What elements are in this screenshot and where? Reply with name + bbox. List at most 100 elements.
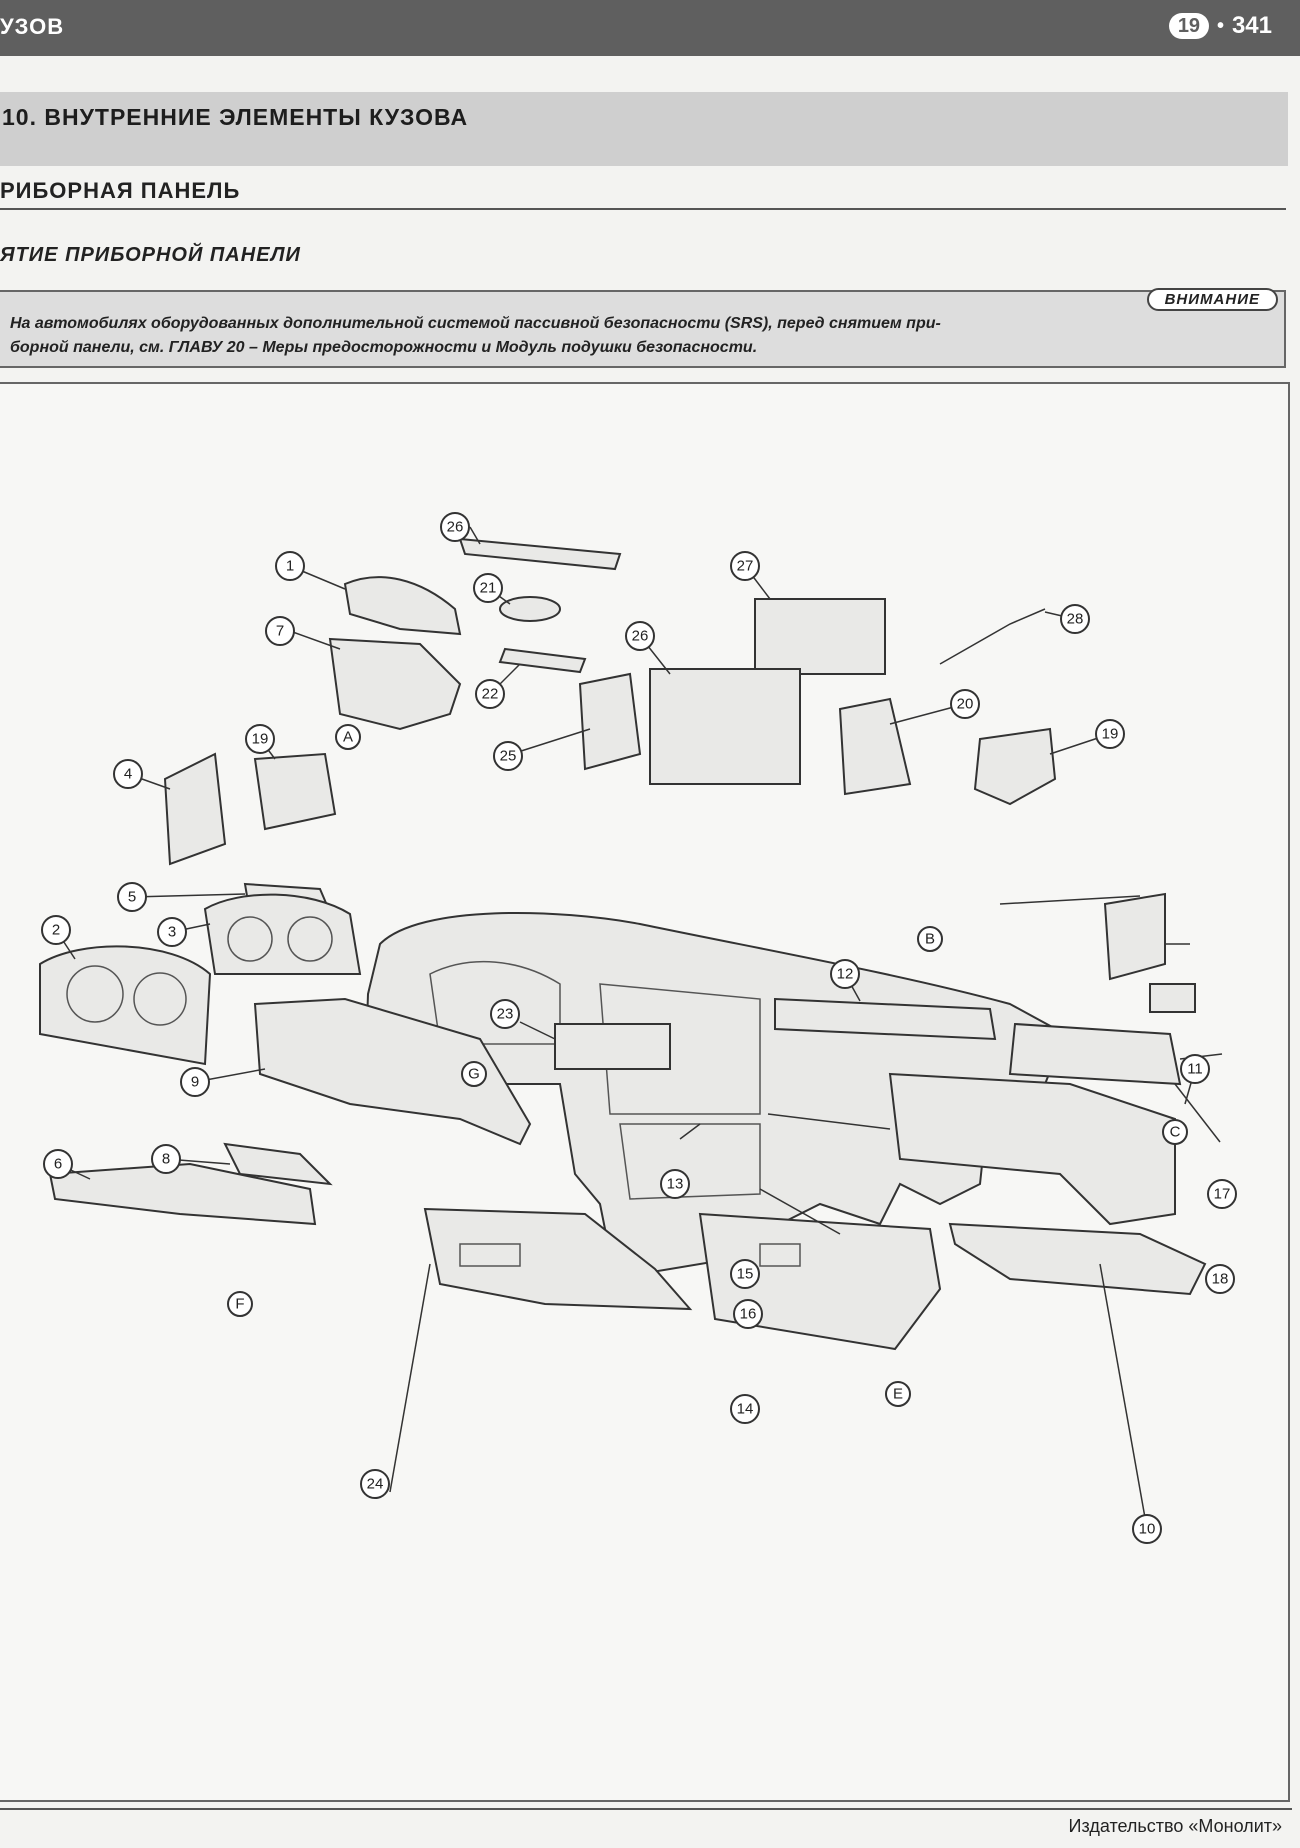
callout-22: 22 [475,679,505,709]
lower-trim-switch-bank [459,1243,521,1267]
warning-line-1: На автомобилях оборудованных дополнитель… [10,315,941,332]
callout-15: 15 [730,1259,760,1289]
callout-19b: 19 [245,724,275,754]
svg-text:26: 26 [447,519,464,536]
svg-text:5: 5 [128,889,136,906]
cluster-gauge-right [287,916,333,962]
part-lower-panel [253,997,532,1146]
part-speaker [499,596,561,622]
part-latch [1149,983,1196,1013]
svg-text:11: 11 [1187,1061,1203,1078]
part-cover-strip [774,997,997,1041]
callout-8: 8 [151,1144,181,1174]
part-instrument-cluster [203,893,362,975]
part-knee-bolster [48,1162,317,1226]
svg-text:C: C [1170,1124,1181,1141]
footer-rule [0,1808,1292,1810]
svg-text:16: 16 [740,1306,757,1323]
callout-27: 27 [730,551,760,581]
facia-ring-left [66,965,124,1023]
glovebox-handle [759,1243,801,1267]
part-cluster-hood [343,576,462,636]
part-vent-left-side [253,752,337,831]
part-trim-strip [498,647,587,674]
svg-text:10: 10 [1139,1521,1156,1538]
svg-text:21: 21 [480,580,497,597]
callout-12: 12 [830,959,860,989]
section-title-bar: 10. ВНУТРЕННИЕ ЭЛЕМЕНТЫ КУЗОВА [0,92,1288,166]
publisher-name: Издательство «Монолит» [1068,1816,1282,1836]
svg-text:2: 2 [52,922,60,939]
svg-text:13: 13 [667,1176,684,1193]
svg-text:22: 22 [482,686,499,703]
svg-text:12: 12 [837,966,854,983]
separator-dot: • [1216,14,1224,37]
warning-label: ВНИМАНИЕ [1146,288,1278,311]
svg-text:20: 20 [957,696,974,713]
callout-28: 28 [1060,604,1090,634]
svg-text:25: 25 [500,748,517,765]
section-name: УЗОВ [0,14,65,39]
callout-f: F [227,1291,253,1317]
svg-text:18: 18 [1212,1271,1229,1288]
callout-a: A [335,724,361,750]
callout-18: 18 [1205,1264,1235,1294]
subheading-removal: ЯТИЕ ПРИБОРНОЙ ПАНЕЛИ [0,244,301,266]
svg-text:9: 9 [191,1074,199,1091]
callout-5: 5 [117,882,147,912]
svg-text:28: 28 [1067,611,1084,628]
warning-box: ВНИМАНИЕ На автомобилях оборудованных до… [0,288,1286,368]
part-small-cover [223,1142,333,1186]
part-lower-center-trim [423,1207,693,1311]
section-title: 10. ВНУТРЕННИЕ ЭЛЕМЕНТЫ КУЗОВА [2,104,469,130]
page-number: 341 [1231,12,1272,39]
callout-21: 21 [473,573,503,603]
exploded-diagram-figure: 1 2 3 4 5 6 7 8 9 10 11 12 13 14 15 16 1… [0,382,1290,1802]
callout-e: E [885,1381,911,1407]
callout-16: 16 [733,1299,763,1329]
warning-text: На автомобилях оборудованных дополнитель… [10,312,1274,360]
svg-text:19: 19 [1102,726,1119,743]
svg-text:8: 8 [162,1151,170,1168]
svg-text:6: 6 [54,1156,62,1173]
svg-text:7: 7 [276,623,284,640]
exploded-diagram: 1 2 3 4 5 6 7 8 9 10 11 12 13 14 15 16 1… [39,512,1237,1544]
callout-b: B [917,926,943,952]
svg-text:23: 23 [497,1006,514,1023]
svg-text:4: 4 [124,766,132,783]
callout-4: 4 [113,759,143,789]
callout-17: 17 [1207,1179,1237,1209]
svg-text:19: 19 [252,731,269,748]
dashboard-center-opening [599,983,761,1115]
part-column-cover [328,637,462,731]
callout-6: 6 [43,1149,73,1179]
svg-text:F: F [235,1296,244,1313]
callout-24: 24 [360,1469,390,1499]
svg-text:1: 1 [286,558,294,575]
part-vent-left-center [578,672,642,771]
dashboard-lower-center [619,1123,761,1200]
callout-c: C [1162,1119,1188,1145]
callout-g: G [461,1061,487,1087]
part-under-cover [948,1222,1207,1296]
part-vent-right-side [973,727,1057,806]
page-number-group: 19 • 341 [1168,12,1272,40]
dashboard-cluster-opening [429,960,561,1045]
part-audio-unit [754,598,886,675]
svg-text:A: A [343,729,353,746]
callout-26b: 26 [440,512,470,542]
svg-text:B: B [925,931,935,948]
callout-3: 3 [157,917,187,947]
cluster-gauge-left [227,916,273,962]
part-wire-harness [939,608,1046,665]
callout-2: 2 [41,915,71,945]
callout-19: 19 [1095,719,1125,749]
svg-text:G: G [468,1066,480,1083]
part-glovebox-housing [1008,1022,1182,1086]
svg-text:E: E [893,1386,903,1403]
callout-9: 9 [180,1067,210,1097]
part-vent-right-center [838,697,912,796]
callout-25: 25 [493,741,523,771]
callout-10: 10 [1132,1514,1162,1544]
facia-ring-right [133,972,187,1026]
